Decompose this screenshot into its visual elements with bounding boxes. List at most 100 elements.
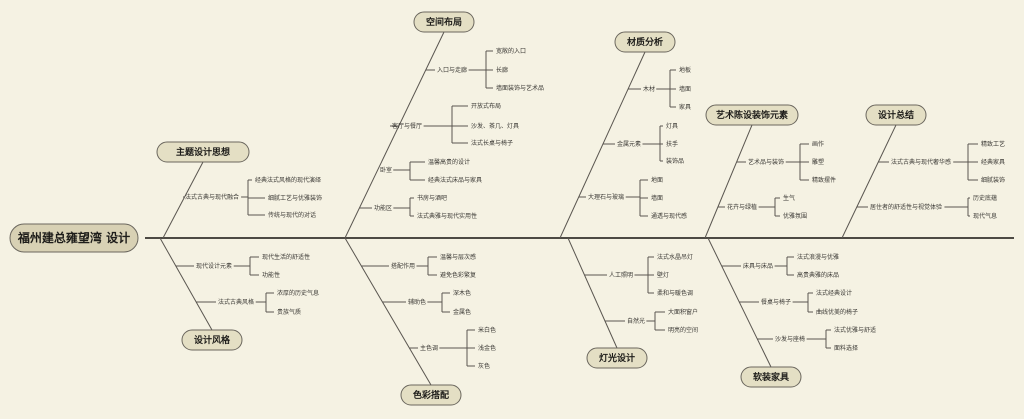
category-node[interactable]: 材质分析 [614, 31, 676, 53]
branch-label[interactable]: 自然光 [627, 317, 645, 325]
leaf-label[interactable]: 壁灯 [657, 271, 669, 279]
leaf-label[interactable]: 柔和与暖色调 [657, 289, 693, 297]
category-box [740, 366, 802, 388]
branch-label[interactable]: 居住者的舒适性与视觉体验 [870, 203, 942, 211]
category-node[interactable]: 灯光设计 [586, 347, 648, 369]
leaf-label[interactable]: 浅金色 [478, 344, 496, 352]
branch-label[interactable]: 卧室 [380, 166, 392, 174]
branch-label[interactable]: 现代设计元素 [196, 262, 232, 270]
leaf-label[interactable]: 面料选择 [834, 344, 858, 352]
category-box [413, 11, 475, 33]
branch-label[interactable]: 搭配作用 [391, 262, 415, 270]
category-box [156, 141, 250, 163]
leaf-label[interactable]: 精致工艺 [981, 140, 1005, 148]
leaf-label[interactable]: 墙面 [651, 194, 663, 202]
leaf-label[interactable]: 历史底蕴 [973, 194, 997, 202]
leaf-label[interactable]: 雕塑 [812, 158, 824, 166]
category-stem [559, 51, 646, 239]
leaf-label[interactable]: 优雅氛围 [783, 212, 807, 220]
leaf-label[interactable]: 宽敞的入口 [496, 47, 526, 55]
branch-label[interactable]: 沙发与座椅 [775, 335, 805, 343]
category-node[interactable]: 艺术陈设装饰元素 [705, 104, 799, 126]
leaf-label[interactable]: 法式优雅与舒适 [834, 326, 876, 334]
leaf-label[interactable]: 曲线优美的椅子 [816, 308, 858, 316]
category-stem [162, 161, 204, 239]
category-box [586, 347, 648, 369]
leaf-label[interactable]: 大面积窗户 [668, 308, 698, 316]
category-stem [344, 31, 445, 239]
category-stem [159, 237, 213, 331]
leaf-label[interactable]: 沙发、茶几、灯具 [471, 122, 519, 130]
leaf-label[interactable]: 长廊 [496, 66, 508, 74]
category-node[interactable]: 色彩搭配 [400, 384, 462, 406]
category-title: 材质分析 [626, 36, 663, 48]
leaf-label[interactable]: 画作 [812, 140, 824, 148]
leaf-label[interactable]: 生气 [783, 194, 795, 202]
branch-label[interactable]: 功能区 [374, 204, 392, 212]
leaf-label[interactable]: 法式典雅与现代实用性 [417, 212, 477, 220]
leaf-label[interactable]: 灰色 [478, 362, 490, 370]
leaf-label[interactable]: 金属色 [453, 308, 471, 316]
leaf-label[interactable]: 精致摆件 [812, 176, 836, 184]
branch-label[interactable]: 客厅与餐厅 [392, 122, 422, 130]
branch-label[interactable]: 法式古典风格 [218, 298, 254, 306]
leaf-label[interactable]: 高贵典雅的床品 [797, 271, 839, 279]
leaf-label[interactable]: 避免色彩繁复 [440, 271, 476, 279]
branch-label[interactable]: 主色调 [420, 344, 438, 352]
leaf-label[interactable]: 灯具 [666, 122, 678, 130]
category-node[interactable]: 空间布局 [413, 11, 475, 33]
category-node[interactable]: 设计总结 [865, 104, 927, 126]
branch-label[interactable]: 大理石与玻璃 [588, 193, 624, 201]
leaf-label[interactable]: 温馨与层次感 [440, 253, 476, 261]
leaf-label[interactable]: 浓厚的历史气息 [277, 289, 319, 297]
leaf-label[interactable]: 细腻装饰 [981, 176, 1005, 184]
leaf-label[interactable]: 开放式布局 [471, 102, 501, 110]
leaf-label[interactable]: 法式水晶吊灯 [657, 253, 693, 261]
leaf-label[interactable]: 墙面 [679, 85, 691, 93]
root-box [9, 223, 139, 253]
branch-label[interactable]: 床具与床品 [743, 262, 773, 270]
leaf-label[interactable]: 明亮的空间 [668, 326, 698, 334]
leaf-label[interactable]: 家具 [679, 103, 691, 111]
branch-label[interactable]: 入口与走廊 [437, 66, 467, 74]
branch-label[interactable]: 艺术品与装饰 [748, 158, 784, 166]
category-title: 空间布局 [426, 16, 462, 28]
leaf-label[interactable]: 贵族气质 [277, 308, 301, 316]
leaf-label[interactable]: 墙面装饰与艺术品 [496, 84, 544, 92]
leaf-label[interactable]: 地板 [679, 66, 691, 74]
branch-label[interactable]: 金属元素 [617, 140, 641, 148]
branch-label[interactable]: 人工照明 [609, 272, 633, 279]
leaf-label[interactable]: 地面 [651, 176, 663, 184]
leaf-label[interactable]: 深木色 [453, 289, 471, 297]
leaf-label[interactable]: 功能性 [262, 271, 280, 279]
category-node[interactable]: 软装家具 [740, 366, 802, 388]
category-box [181, 329, 243, 351]
leaf-label[interactable]: 经典法式风格的现代演绎 [255, 176, 321, 184]
leaf-label[interactable]: 装饰品 [666, 157, 684, 165]
leaf-label[interactable]: 法式浪漫与优雅 [797, 253, 839, 261]
category-stem [567, 237, 618, 349]
leaf-label[interactable]: 米白色 [478, 326, 496, 334]
branch-label[interactable]: 辅助色 [408, 298, 426, 306]
category-node[interactable]: 设计风格 [181, 329, 243, 351]
category-node[interactable]: 主题设计思想 [156, 141, 250, 163]
branch-label[interactable]: 法式古典与现代融合 [185, 193, 239, 201]
leaf-label[interactable]: 法式经典设计 [816, 289, 852, 297]
leaf-label[interactable]: 经典法式床品与家具 [428, 176, 482, 184]
branch-label[interactable]: 餐桌与椅子 [761, 298, 791, 306]
leaf-label[interactable]: 传统与现代的对话 [268, 211, 316, 219]
leaf-label[interactable]: 现代气息 [973, 212, 997, 220]
leaf-label[interactable]: 温馨高贵的设计 [428, 158, 470, 166]
branch-label[interactable]: 花卉与绿植 [727, 203, 757, 211]
branch-label[interactable]: 法式古典与现代奢华感 [891, 158, 951, 166]
leaf-label[interactable]: 书房与酒吧 [417, 194, 447, 202]
branch-label[interactable]: 木材 [643, 85, 655, 93]
leaf-label[interactable]: 通透与现代感 [651, 212, 687, 220]
leaf-label[interactable]: 现代生活的舒适性 [262, 253, 310, 261]
leaf-label[interactable]: 经典家具 [981, 158, 1005, 166]
leaf-label[interactable]: 法式长桌与椅子 [471, 139, 513, 147]
leaf-label[interactable]: 细腻工艺与优雅装饰 [268, 194, 322, 202]
root-node[interactable]: 福州建总雍望湾 设计 [9, 223, 139, 253]
leaf-label[interactable]: 扶手 [666, 140, 678, 148]
